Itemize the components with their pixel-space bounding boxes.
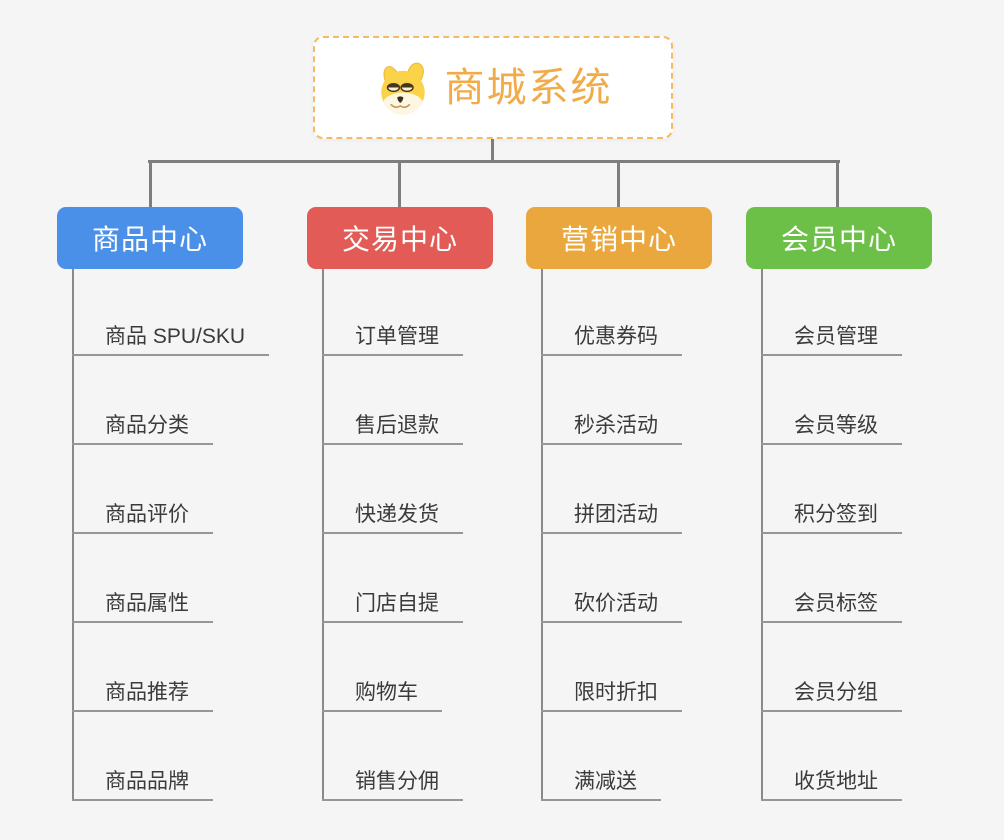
leaf-label: 售后退款 — [355, 414, 439, 437]
leaf-node[interactable]: 会员等级 — [761, 407, 902, 445]
leaf-node[interactable]: 收货地址 — [761, 763, 902, 801]
branch-column-products: 商品中心 商品 SPU/SKU 商品分类 商品评价 商品属性 商品推荐 商品品牌 — [57, 0, 270, 840]
connector-spine-members — [761, 269, 763, 801]
leaf-node[interactable]: 购物车 — [322, 674, 442, 712]
leaf-node[interactable]: 满减送 — [541, 763, 661, 801]
connector-spine-products — [72, 269, 74, 801]
branch-node-marketing[interactable]: 营销中心 — [526, 207, 712, 269]
leaf-label: 会员等级 — [794, 414, 878, 437]
leaf-node[interactable]: 商品属性 — [72, 585, 213, 623]
leaf-node[interactable]: 会员标签 — [761, 585, 902, 623]
branch-node-products[interactable]: 商品中心 — [57, 207, 243, 269]
leaf-node[interactable]: 秒杀活动 — [541, 407, 682, 445]
connector-spine-trade — [322, 269, 324, 801]
branch-column-marketing: 营销中心 优惠券码 秒杀活动 拼团活动 砍价活动 限时折扣 满减送 — [526, 0, 712, 840]
leaf-label: 订单管理 — [355, 325, 439, 348]
leaf-label: 拼团活动 — [574, 503, 658, 526]
leaf-label: 优惠券码 — [574, 325, 658, 348]
leaf-node[interactable]: 售后退款 — [322, 407, 463, 445]
leaf-label: 会员管理 — [794, 325, 878, 348]
leaf-node[interactable]: 商品推荐 — [72, 674, 213, 712]
leaf-node[interactable]: 会员管理 — [761, 318, 902, 356]
leaf-label: 收货地址 — [794, 770, 878, 793]
leaf-node[interactable]: 砍价活动 — [541, 585, 682, 623]
branch-label: 营销中心 — [560, 224, 677, 255]
leaf-label: 会员标签 — [794, 592, 878, 615]
branch-node-members[interactable]: 会员中心 — [746, 207, 932, 269]
connector-drop-members — [836, 160, 839, 207]
branch-label: 商品中心 — [91, 224, 208, 255]
doge-face-icon — [374, 60, 432, 116]
leaf-node[interactable]: 积分签到 — [761, 496, 902, 534]
connector-root-stem — [491, 138, 494, 162]
leaf-label: 商品评价 — [105, 503, 189, 526]
leaf-label: 商品品牌 — [105, 770, 189, 793]
connector-spine-marketing — [541, 269, 543, 801]
leaf-node[interactable]: 快递发货 — [322, 496, 463, 534]
leaf-label: 快递发货 — [355, 503, 439, 526]
leaf-label: 商品 SPU/SKU — [105, 325, 246, 348]
leaf-node[interactable]: 会员分组 — [761, 674, 902, 712]
leaf-node[interactable]: 拼团活动 — [541, 496, 682, 534]
leaf-node[interactable]: 商品分类 — [72, 407, 213, 445]
leaf-node[interactable]: 商品品牌 — [72, 763, 213, 801]
leaf-label: 商品推荐 — [105, 681, 189, 704]
connector-drop-trade — [398, 160, 401, 207]
leaf-node[interactable]: 优惠券码 — [541, 318, 682, 356]
branch-label: 交易中心 — [341, 224, 458, 255]
leaf-label: 积分签到 — [794, 503, 878, 526]
branch-column-members: 会员中心 会员管理 会员等级 积分签到 会员标签 会员分组 收货地址 — [746, 0, 932, 840]
leaf-label: 会员分组 — [794, 681, 878, 704]
connector-drop-marketing — [617, 160, 620, 207]
leaf-label: 砍价活动 — [574, 592, 658, 615]
leaf-label: 满减送 — [574, 770, 637, 793]
leaf-node[interactable]: 销售分佣 — [322, 763, 463, 801]
branch-node-trade[interactable]: 交易中心 — [307, 207, 493, 269]
leaf-node[interactable]: 限时折扣 — [541, 674, 682, 712]
connector-bus — [148, 160, 840, 163]
leaf-label: 销售分佣 — [355, 770, 439, 793]
leaf-node[interactable]: 商品 SPU/SKU — [72, 318, 270, 356]
branch-label: 会员中心 — [780, 224, 897, 255]
root-node[interactable]: 商城系统 — [313, 36, 673, 139]
root-title: 商城系统 — [444, 65, 613, 110]
leaf-label: 商品属性 — [105, 592, 189, 615]
leaf-label: 门店自提 — [355, 592, 439, 615]
leaf-node[interactable]: 门店自提 — [322, 585, 463, 623]
leaf-node[interactable]: 订单管理 — [322, 318, 463, 356]
leaf-label: 商品分类 — [105, 414, 189, 437]
connector-drop-products — [149, 160, 152, 207]
leaf-node[interactable]: 商品评价 — [72, 496, 213, 534]
leaf-label: 限时折扣 — [574, 681, 658, 704]
branch-column-trade: 交易中心 订单管理 售后退款 快递发货 门店自提 购物车 销售分佣 — [307, 0, 493, 840]
leaf-label: 购物车 — [355, 681, 418, 704]
leaf-label: 秒杀活动 — [574, 414, 658, 437]
